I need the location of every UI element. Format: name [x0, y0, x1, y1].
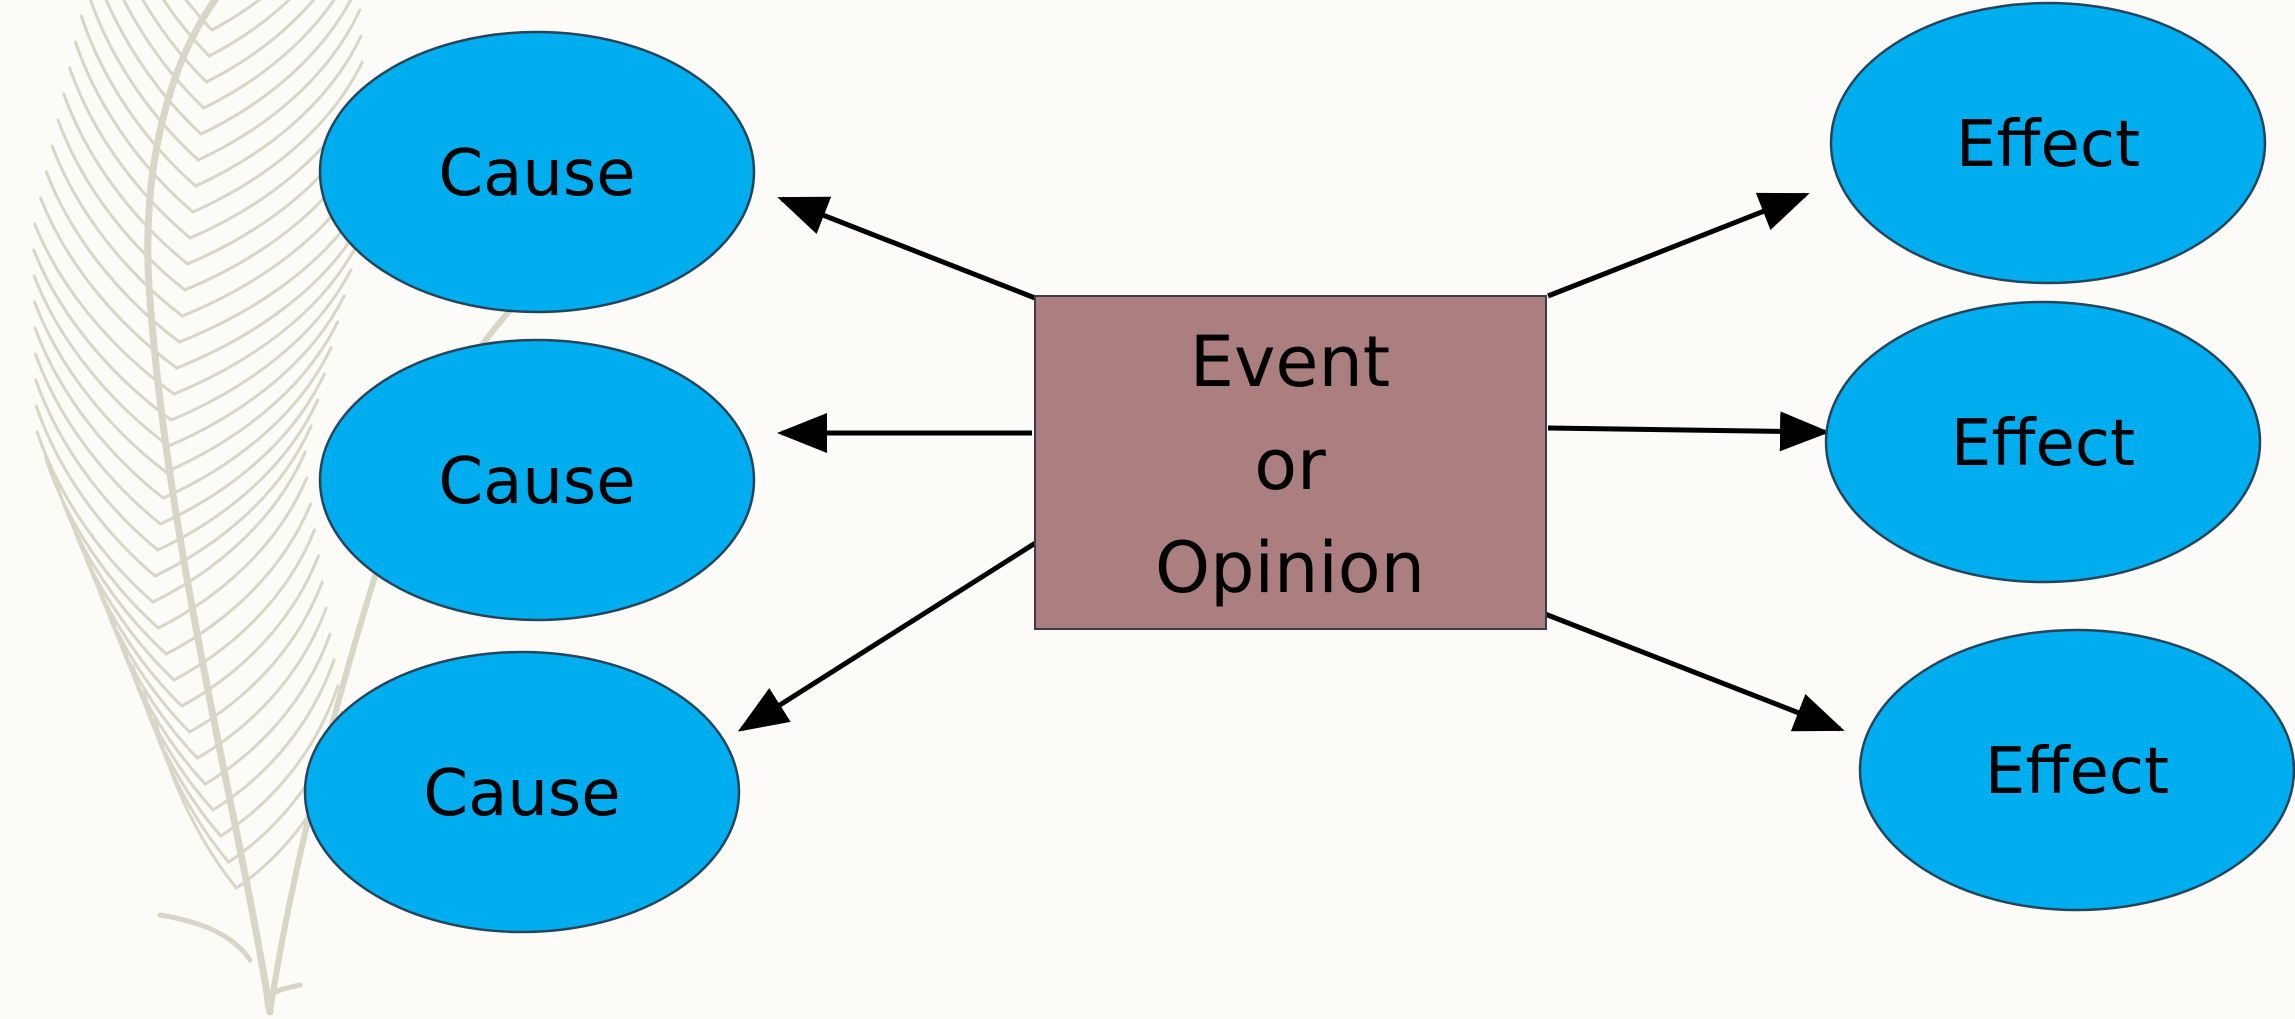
- feather-barb: [68, 66, 192, 240]
- feather-barb: [211, 658, 336, 812]
- feather-barb: [131, 664, 223, 838]
- feather-barb: [188, 580, 324, 734]
- cause-oval-3: [303, 650, 741, 934]
- feather-barb: [180, 554, 320, 708]
- feather-barb: [62, 92, 190, 266]
- feather-barb: [55, 482, 168, 656]
- effect-oval-3: [1858, 628, 2295, 912]
- feather-barb: [184, 0, 214, 32]
- effect-label-3: Effect: [1985, 735, 2169, 809]
- arrows: [737, 192, 1845, 732]
- feather-barb: [44, 170, 181, 344]
- feather-barb: [195, 606, 328, 760]
- feather-barb: [122, 0, 206, 110]
- effect-oval-2: [1824, 300, 2262, 584]
- effect-oval-1: [1829, 1, 2267, 285]
- feather-barb: [172, 528, 316, 682]
- feather-barb: [33, 222, 176, 396]
- feather-barb: [34, 378, 160, 552]
- effect-label-1: Effect: [1956, 108, 2140, 182]
- event-box-shape: [1034, 295, 1547, 630]
- feather-barb: [33, 300, 168, 474]
- feather-barb: [153, 716, 238, 890]
- feather-barb: [161, 346, 333, 500]
- arrow-to-cause-3: [737, 539, 1039, 732]
- effect-node-2: Effect: [1824, 300, 2262, 584]
- feather-barb: [74, 40, 195, 214]
- cause-node-1: Cause: [318, 30, 756, 314]
- feather-barb: [34, 404, 157, 578]
- feather-barb: [32, 274, 171, 448]
- feather-barb: [156, 476, 309, 630]
- feather-barb: [56, 118, 187, 292]
- feather-barb: [196, 8, 362, 162]
- arrow-to-effect-1: [1547, 192, 1810, 299]
- feather-icon: [32, 0, 563, 1016]
- cause-oval-1: [318, 30, 756, 314]
- feather-barb: [104, 0, 203, 136]
- feather-barb: [210, 0, 262, 32]
- feather-barb: [151, 450, 307, 604]
- feather-barb: [203, 632, 332, 786]
- feather-barb: [33, 326, 165, 500]
- feather-barb: [219, 684, 340, 838]
- feather-barb: [159, 372, 326, 526]
- feather-barb: [88, 0, 200, 162]
- feather-barb: [199, 0, 353, 136]
- feather-barb: [141, 0, 208, 84]
- cause-node-2: Cause: [318, 338, 756, 622]
- feather-barb: [33, 352, 163, 526]
- cause-label-2: Cause: [438, 445, 635, 519]
- feather-barb: [194, 34, 363, 188]
- feather-barb: [32, 248, 173, 422]
- feather-barb: [175, 216, 366, 370]
- feather-barb: [204, 0, 316, 84]
- event-box-line-3: Opinion: [1155, 527, 1425, 609]
- feather-barb: [161, 0, 211, 58]
- feather-barb: [191, 60, 364, 214]
- feather-barb: [202, 0, 336, 110]
- feather-barb: [39, 196, 179, 370]
- feather-barb: [66, 508, 176, 682]
- arrow-to-effect-3: [1544, 611, 1845, 732]
- feather-barb: [207, 0, 292, 58]
- feather-barb: [164, 502, 313, 656]
- feather-barb: [164, 320, 340, 474]
- feather-barb: [153, 424, 313, 578]
- feather-barb: [79, 14, 198, 188]
- feather-barb: [169, 268, 353, 422]
- feather-barb: [109, 612, 207, 786]
- arrow-to-effect-2: [1547, 411, 1830, 452]
- cause-node-3: Cause: [303, 650, 741, 934]
- feather-barb: [142, 690, 231, 864]
- feather-barb: [172, 242, 359, 396]
- feather-barb: [156, 398, 320, 552]
- event-box-line-1: Event: [1190, 321, 1391, 403]
- cause-label-3: Cause: [423, 757, 620, 831]
- feather-barb: [50, 144, 184, 318]
- effect-label-2: Effect: [1951, 407, 2135, 481]
- feather-barb: [44, 456, 160, 630]
- effect-node-3: Effect: [1858, 628, 2295, 912]
- feather-barb: [98, 586, 199, 760]
- effect-node-1: Effect: [1829, 1, 2267, 285]
- feather-barb: [77, 534, 184, 708]
- cause-label-1: Cause: [438, 137, 635, 211]
- feather-barb: [87, 560, 192, 734]
- event-box: Event or Opinion: [1034, 295, 1547, 630]
- feather-barb: [167, 294, 346, 448]
- arrow-to-cause-1: [777, 196, 1036, 301]
- cause-oval-2: [318, 338, 756, 622]
- event-box-line-2: or: [1254, 424, 1326, 506]
